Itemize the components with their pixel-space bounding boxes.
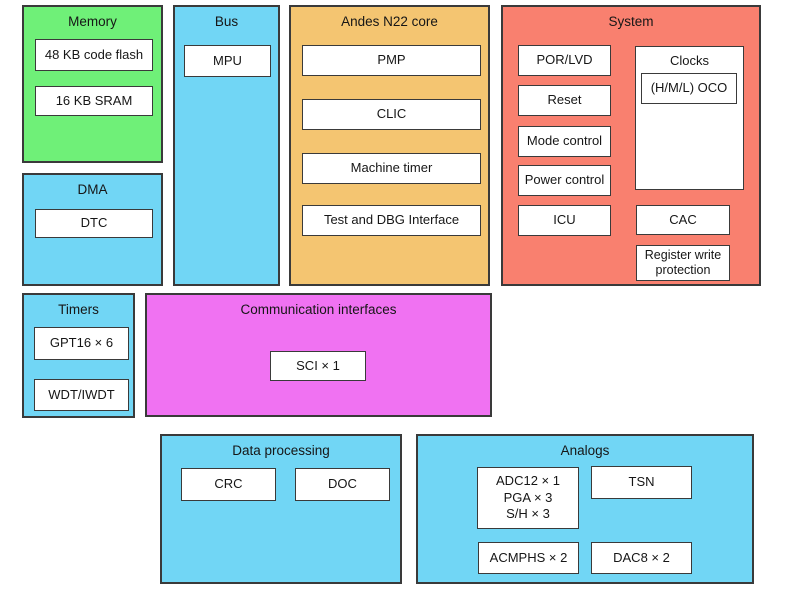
box-icu: ICU (518, 205, 611, 236)
box-adc12-pga-sh: ADC12 × 1 PGA × 3 S/H × 3 (477, 467, 579, 529)
block-analogs: Analogs ADC12 × 1 PGA × 3 S/H × 3 TSN AC… (416, 434, 754, 584)
sh-line: S/H × 3 (506, 506, 550, 522)
box-test-dbg-interface: Test and DBG Interface (302, 205, 481, 236)
memory-title: Memory (68, 14, 117, 29)
box-sci: SCI × 1 (270, 351, 366, 381)
data-processing-title: Data processing (232, 443, 330, 458)
box-machine-timer: Machine timer (302, 153, 481, 184)
block-bus: Bus MPU (173, 5, 280, 286)
box-wdt-iwdt: WDT/IWDT (34, 379, 129, 411)
box-mode-control: Mode control (518, 126, 611, 157)
block-andes-n22-core: Andes N22 core PMP CLIC Machine timer Te… (289, 5, 490, 286)
box-power-control: Power control (518, 165, 611, 196)
box-code-flash: 48 KB code flash (35, 39, 153, 71)
core-title: Andes N22 core (341, 14, 438, 29)
block-data-processing: Data processing CRC DOC (160, 434, 402, 584)
block-communication-interfaces: Communication interfaces SCI × 1 (145, 293, 492, 417)
block-dma: DMA DTC (22, 173, 163, 286)
dma-title: DMA (77, 182, 108, 197)
bus-title: Bus (214, 14, 239, 29)
box-tsn: TSN (591, 466, 692, 499)
box-cac: CAC (636, 205, 730, 235)
box-dtc: DTC (35, 209, 153, 238)
block-system: System POR/LVD Reset Mode control Power … (501, 5, 761, 286)
box-por-lvd: POR/LVD (518, 45, 611, 76)
box-reset: Reset (518, 85, 611, 116)
panel-clocks: Clocks (H/M/L) OCO (635, 46, 744, 190)
box-pmp: PMP (302, 45, 481, 76)
block-timers: Timers GPT16 × 6 WDT/IWDT (22, 293, 135, 418)
communication-title: Communication interfaces (240, 302, 397, 317)
box-mpu: MPU (184, 45, 271, 77)
pga-line: PGA × 3 (503, 489, 553, 505)
box-crc: CRC (181, 468, 276, 501)
box-doc: DOC (295, 468, 390, 501)
adc12-line: ADC12 × 1 (496, 472, 560, 488)
block-memory: Memory 48 KB code flash 16 KB SRAM (22, 5, 163, 163)
timers-title: Timers (58, 302, 99, 317)
clocks-title: Clocks (669, 53, 709, 68)
box-dac8: DAC8 × 2 (591, 542, 692, 574)
system-title: System (608, 14, 654, 29)
box-register-write-protection: Register write protection (636, 245, 730, 281)
box-gpt16: GPT16 × 6 (34, 327, 129, 360)
box-clic: CLIC (302, 99, 481, 130)
analogs-title: Analogs (560, 443, 610, 458)
box-sram: 16 KB SRAM (35, 86, 153, 116)
box-acmphs: ACMPHS × 2 (478, 542, 579, 574)
box-hml-oco: (H/M/L) OCO (641, 73, 737, 104)
